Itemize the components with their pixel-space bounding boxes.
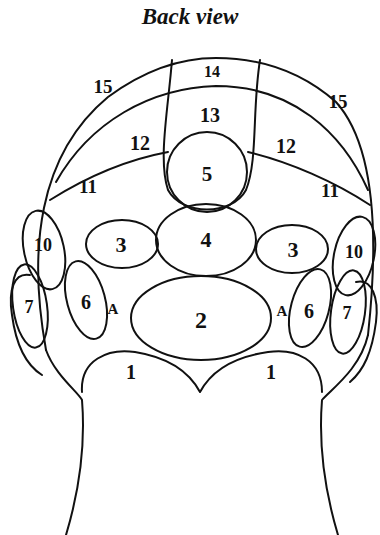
callout-number: 2 (195, 308, 207, 332)
callout-number: 5 (202, 164, 213, 185)
callout-number: 6 (81, 292, 91, 312)
callout-number: 14 (204, 64, 220, 80)
callout-number: 13 (200, 105, 220, 125)
region-4-outline (156, 204, 256, 276)
callout-number: 10 (34, 236, 52, 254)
region-10-outline (326, 213, 380, 300)
region-1-outline (82, 351, 322, 392)
region-13-outline (164, 60, 260, 210)
callout-number: 10 (345, 243, 363, 261)
neck-outline (321, 335, 368, 535)
ear (350, 281, 377, 382)
neck-outline (46, 350, 83, 535)
region-2-outline (131, 276, 271, 360)
crown-arc (56, 86, 368, 190)
callout-number: 15 (94, 77, 113, 96)
region-10-outline (16, 207, 72, 294)
callout-number: 12 (130, 133, 150, 153)
region-5-outline (167, 132, 247, 212)
callout-number: 12 (276, 136, 296, 156)
callout-number: 1 (126, 362, 136, 382)
region-6-outline (57, 256, 114, 343)
callout-number: 11 (79, 177, 97, 196)
callout-number: 7 (25, 298, 34, 316)
callout-number: 4 (201, 229, 212, 251)
callout-number: 6 (304, 301, 314, 321)
diagram-title: Back view (142, 5, 238, 28)
callout-number: A (277, 304, 288, 319)
callout-number: 7 (343, 304, 352, 322)
callout-number: A (108, 302, 119, 317)
callout-number: 11 (321, 181, 339, 200)
callout-number: 3 (116, 234, 127, 256)
callout-number: 15 (329, 92, 348, 111)
ear (11, 275, 42, 375)
callout-number: 3 (288, 239, 299, 261)
region-11-boundary (248, 152, 370, 205)
callout-number: 1 (266, 362, 276, 382)
head-outline (38, 58, 373, 350)
region-3-outline (86, 220, 158, 268)
region-3-outline (256, 225, 328, 273)
region-6-outline (281, 264, 338, 351)
region-11-boundary (50, 152, 168, 200)
